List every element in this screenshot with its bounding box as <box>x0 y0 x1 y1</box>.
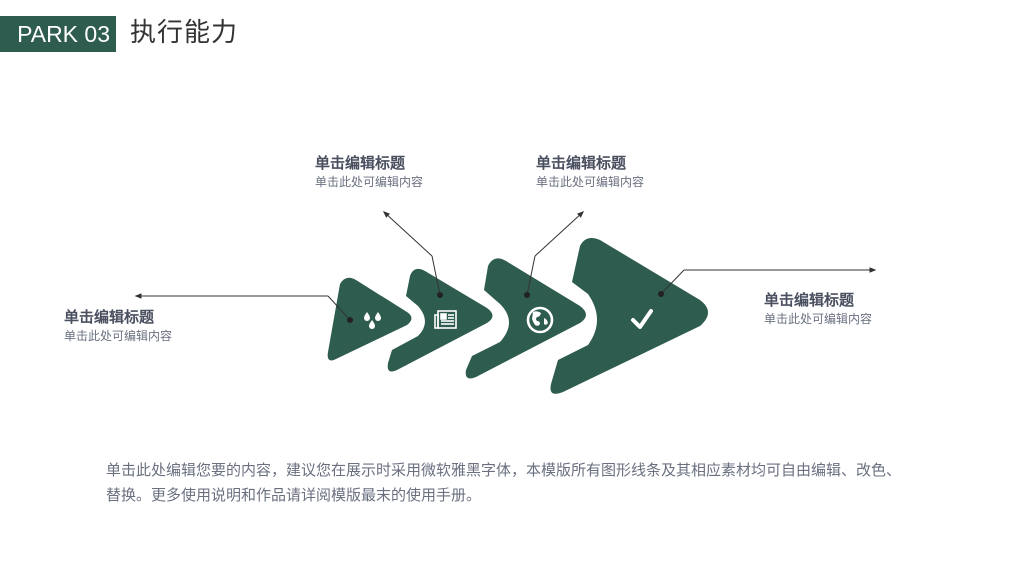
step-label-1[interactable]: 单击编辑标题 单击此处可编辑内容 <box>64 307 172 345</box>
connector-1 <box>134 293 353 323</box>
step-title[interactable]: 单击编辑标题 <box>536 154 627 172</box>
step-label-3[interactable]: 单击编辑标题 单击此处可编辑内容 <box>536 153 644 191</box>
checkmark-icon <box>631 309 653 329</box>
step-subtitle[interactable]: 单击此处可编辑内容 <box>315 175 424 189</box>
step-subtitle[interactable]: 单击此处可编辑内容 <box>64 329 173 343</box>
step-label-4[interactable]: 单击编辑标题 单击此处可编辑内容 <box>764 290 872 328</box>
step-label-2[interactable]: 单击编辑标题 单击此处可编辑内容 <box>315 153 423 191</box>
connector-4 <box>658 267 877 297</box>
page-title: 执行能力 <box>130 18 239 48</box>
connector-3 <box>524 211 585 298</box>
description-text[interactable]: 单击此处编辑您要的内容，建议您在展示时采用微软雅黑字体，本模版所有图形线条及其相… <box>106 461 902 504</box>
step-title[interactable]: 单击编辑标题 <box>64 308 155 326</box>
water-drops-icon <box>364 312 381 329</box>
step-title[interactable]: 单击编辑标题 <box>764 291 855 309</box>
section-badge: PARK 03 <box>0 16 116 52</box>
connector-2 <box>382 211 443 298</box>
newspaper-icon <box>434 310 457 329</box>
step-subtitle[interactable]: 单击此处可编辑内容 <box>536 175 645 189</box>
step-shape-3[interactable] <box>465 258 586 379</box>
step-shape-4[interactable] <box>550 238 709 394</box>
step-title[interactable]: 单击编辑标题 <box>315 154 406 172</box>
globe-icon <box>526 306 554 334</box>
step-subtitle[interactable]: 单击此处可编辑内容 <box>764 312 873 326</box>
step-shape-2[interactable] <box>387 268 493 372</box>
